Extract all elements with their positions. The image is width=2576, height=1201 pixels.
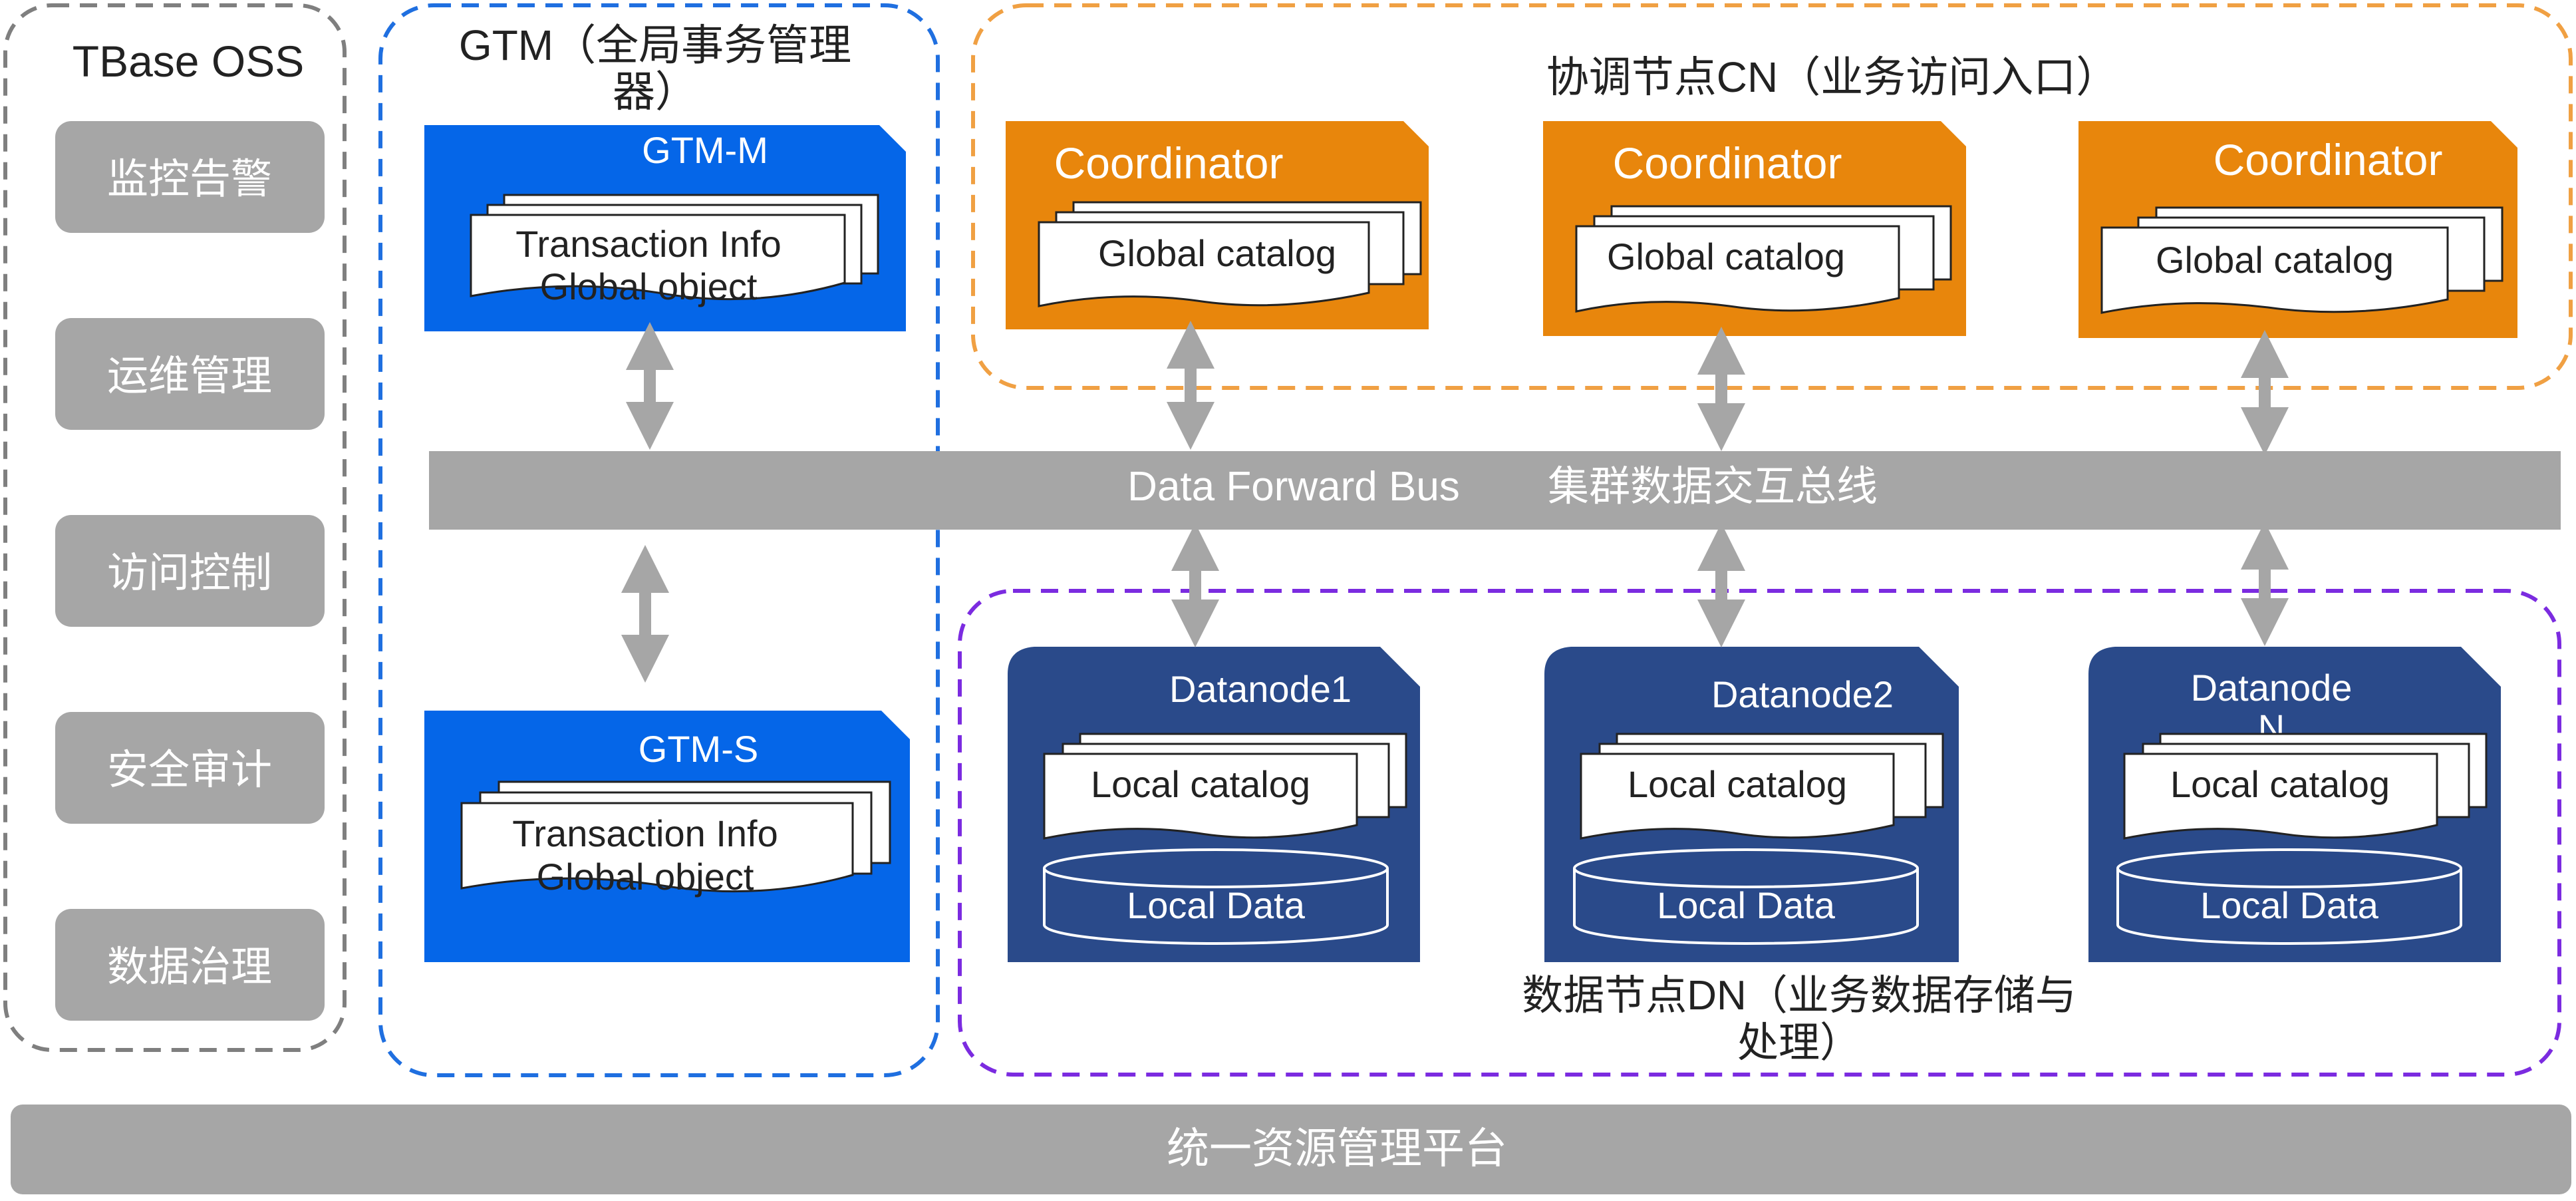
- coordinator-node-2[interactable]: Coordinator Global catalog: [1543, 121, 1966, 336]
- gtm-master-node[interactable]: GTM-M Transaction Info Global object: [424, 125, 906, 331]
- coordinator-node-1[interactable]: Coordinator Global catalog: [1006, 121, 1429, 329]
- local-data-cylinder: [1043, 848, 1389, 945]
- local-data-label: Local Data: [2200, 884, 2379, 926]
- local-catalog-label: Local catalog: [1091, 763, 1310, 805]
- local-catalog-doc-stack: [2123, 733, 2488, 840]
- oss-item-label: 访问控制: [107, 550, 272, 596]
- gtm-master-doc-stack: [470, 194, 879, 301]
- oss-item-data-governance[interactable]: 数据治理: [55, 909, 325, 1021]
- platform-bar: [11, 1105, 2571, 1194]
- platform-label: 统一资源管理平台: [1167, 1124, 1507, 1172]
- global-catalog-doc-stack: [1038, 201, 1422, 307]
- datanode-label-line1: Datanode2: [1711, 673, 1894, 715]
- gtm-master-doc-line2: Global object: [540, 265, 758, 307]
- datanode-n[interactable]: Datanode N Local catalog Local Data: [2088, 647, 2501, 962]
- coordinator-label: Coordinator: [1054, 138, 1284, 188]
- gtm-title-line1: GTM（全局事务管理: [459, 21, 851, 69]
- coordinator-label: Coordinator: [1613, 138, 1842, 188]
- global-catalog-label: Global catalog: [1607, 236, 1845, 277]
- resource-platform: 统一资源管理平台: [11, 1105, 2571, 1194]
- local-catalog-doc-stack: [1043, 733, 1407, 840]
- oss-item-security-audit[interactable]: 安全审计: [55, 712, 325, 824]
- bus-label-en: Data Forward Bus: [1127, 464, 1460, 510]
- oss-dashed-border: [3, 3, 347, 1052]
- cn-title: 协调节点CN（业务访问入口）: [1546, 53, 2118, 101]
- local-data-cylinder: [2116, 848, 2462, 945]
- gtm-dashed-border: [378, 3, 940, 1077]
- coordinator-node-3[interactable]: Coordinator Global catalog: [2078, 121, 2517, 338]
- oss-item-label: 监控告警: [107, 156, 272, 202]
- oss-title: TBase OSS: [72, 37, 304, 86]
- oss-item-label: 运维管理: [107, 353, 272, 399]
- gtm-master-doc-line1: Transaction Info: [515, 223, 781, 265]
- dn-panel: Datanode1 Local catalog Local Data Datan…: [958, 589, 2561, 1077]
- oss-panel: TBase OSS 监控告警 运维管理 访问控制 安全审计 数据治理: [3, 3, 347, 1052]
- local-data-label: Local Data: [1127, 884, 1306, 926]
- local-catalog-label: Local catalog: [1628, 763, 1847, 805]
- oss-item-operations[interactable]: 运维管理: [55, 318, 325, 430]
- gtm-slave-doc-stack: [460, 780, 891, 893]
- global-catalog-label: Global catalog: [1098, 232, 1336, 274]
- global-catalog-doc-stack: [2100, 206, 2504, 314]
- gtm-panel: GTM（全局事务管理 器） GTM-M Transaction Info Glo…: [378, 3, 940, 1077]
- local-catalog-doc-stack: [1580, 733, 1944, 840]
- oss-item-access-control[interactable]: 访问控制: [55, 515, 325, 627]
- cn-panel: 协调节点CN（业务访问入口） Coordinator Global catalo…: [971, 3, 2573, 390]
- global-catalog-doc-stack: [1575, 205, 1952, 313]
- local-data-label: Local Data: [1657, 884, 1836, 926]
- local-catalog-label: Local catalog: [2170, 763, 2390, 805]
- dn-title-line1: 数据节点DN（业务数据存储与: [1522, 973, 2076, 1019]
- oss-item-monitoring[interactable]: 监控告警: [55, 121, 325, 233]
- gtm-slave-node[interactable]: GTM-S Transaction Info Global object: [424, 711, 910, 962]
- gtm-title-line2: 器）: [613, 68, 698, 116]
- datanode-label-line1: Datanode: [2191, 667, 2353, 709]
- gtm-slave-doc-line1: Transaction Info: [512, 812, 778, 854]
- global-catalog-label: Global catalog: [2156, 239, 2394, 281]
- local-data-cylinder: [1573, 848, 1919, 945]
- coordinator-label: Coordinator: [2214, 135, 2443, 184]
- datanode-1[interactable]: Datanode1 Local catalog Local Data: [1008, 647, 1420, 962]
- bus-label-cn: 集群数据交互总线: [1548, 464, 1878, 510]
- gtm-slave-doc-line2: Global object: [537, 856, 754, 898]
- datanode-2[interactable]: Datanode2 Local catalog Local Data: [1544, 647, 1959, 962]
- gtm-master-label: GTM-M: [642, 129, 768, 171]
- connector-arrows: [621, 321, 2289, 683]
- dn-dashed-border: [958, 589, 2561, 1077]
- cn-dashed-border: [971, 3, 2573, 390]
- gtm-slave-label: GTM-S: [639, 728, 758, 770]
- bus-bar: [429, 451, 2561, 530]
- data-forward-bus: Data Forward Bus 集群数据交互总线: [429, 451, 2561, 530]
- oss-item-label: 安全审计: [107, 747, 272, 793]
- datanode-label-line1: Datanode1: [1169, 668, 1352, 710]
- oss-item-label: 数据治理: [107, 944, 272, 990]
- dn-title-line2: 处理）: [1737, 1020, 1861, 1066]
